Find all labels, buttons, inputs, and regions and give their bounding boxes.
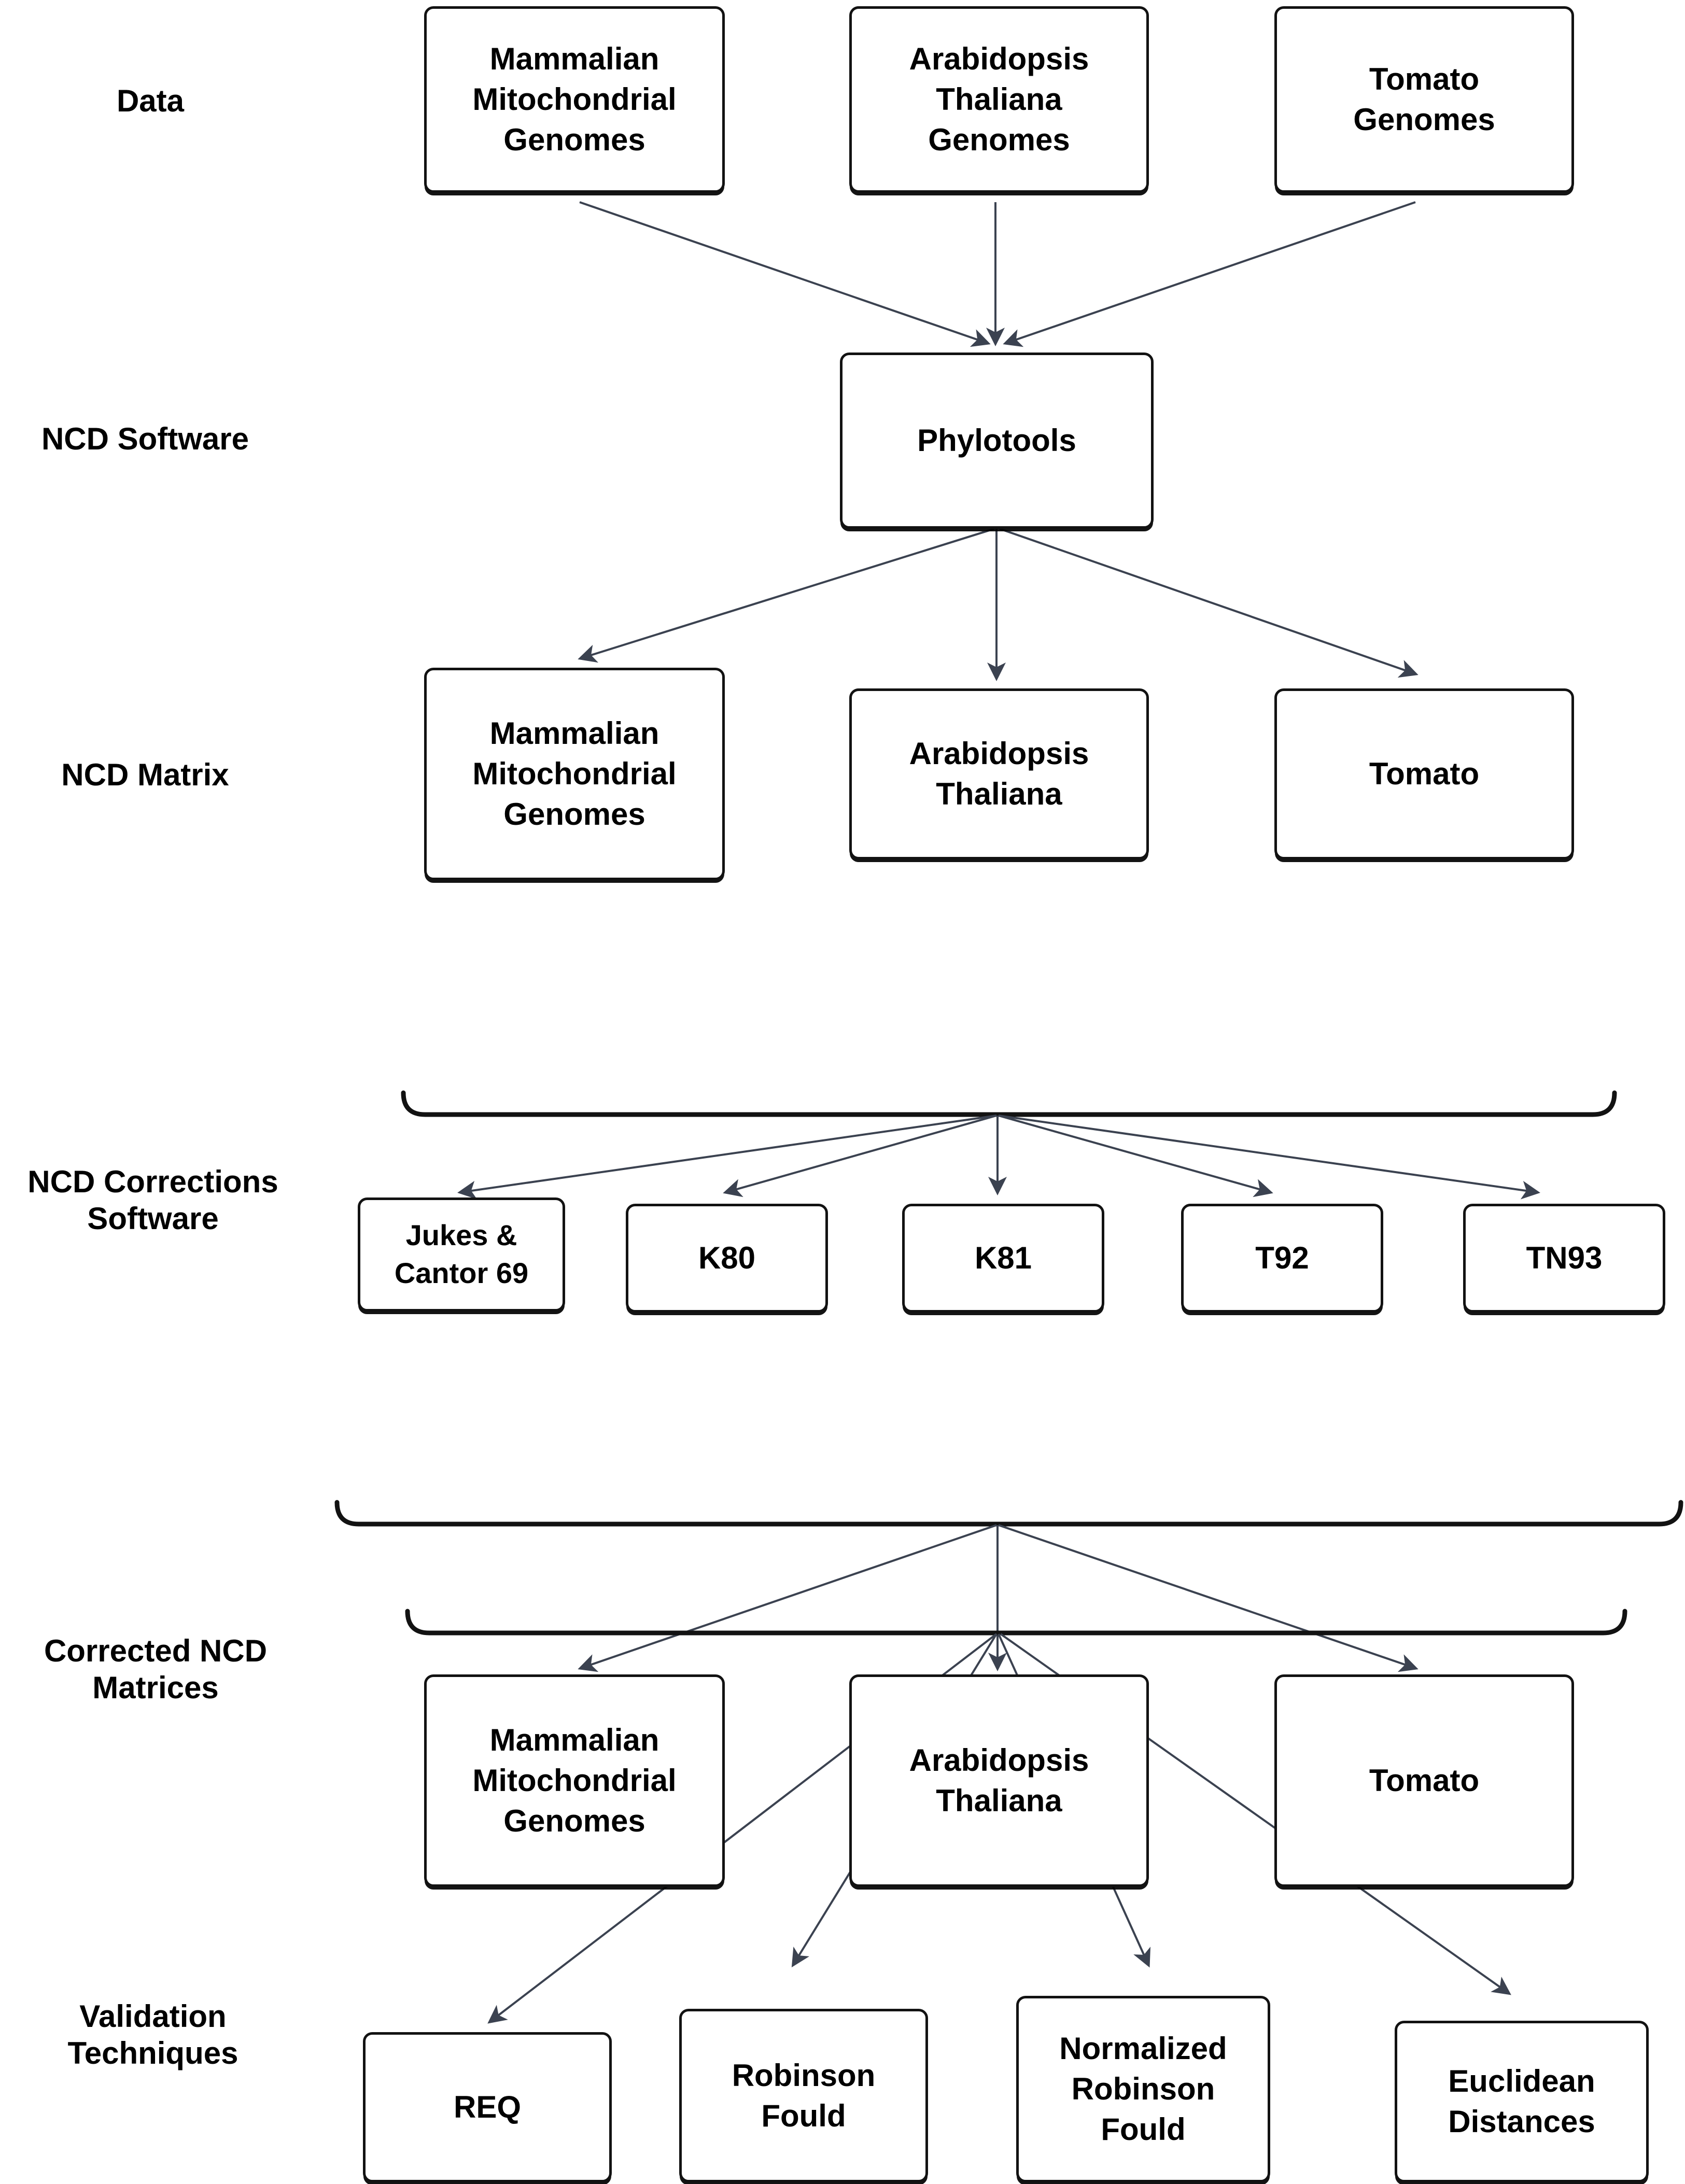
node-ncd-matrix-arabidopsis-thaliana[interactable]: Arabidopsis Thaliana — [849, 688, 1149, 859]
node-phylotools[interactable]: Phylotools — [840, 353, 1154, 529]
node-validation-normalized-robinson-fould[interactable]: Normalized Robinson Fould — [1016, 1996, 1270, 2182]
edge-phylotools-to-ncd-tomato — [999, 528, 1419, 678]
bracket-ncd-matrix — [401, 1090, 1617, 1117]
node-data-tomato-genomes[interactable]: Tomato Genomes — [1274, 6, 1574, 193]
node-correction-jukes-cantor-69[interactable]: Jukes & Cantor 69 — [358, 1197, 565, 1312]
node-data-mammalian-mitochondrial-genomes[interactable]: Mammalian Mitochondrial Genomes — [424, 6, 725, 193]
node-validation-robinson-fould[interactable]: Robinson Fould — [679, 2009, 928, 2182]
node-data-arabidopsis-thaliana-genomes[interactable]: Arabidopsis Thaliana Genomes — [849, 6, 1149, 193]
node-correction-k80[interactable]: K80 — [626, 1204, 828, 1313]
node-validation-euclidean-distances[interactable]: Euclidean Distances — [1395, 2021, 1649, 2182]
edge-tomato-to-phylotools — [1003, 201, 1416, 347]
edge-ncdmatrix-to-t92 — [998, 1115, 1273, 1197]
bracket-ncd-corrections — [334, 1500, 1683, 1527]
bracket-corrected-ncd — [405, 1609, 1627, 1636]
row-label-validation-techniques: Validation Techniques — [67, 1999, 238, 2070]
row-label-ncd-software: NCD Software — [41, 421, 249, 456]
node-correction-t92[interactable]: T92 — [1181, 1204, 1383, 1313]
node-corrected-mammalian-mitochondrial-genomes[interactable]: Mammalian Mitochondrial Genomes — [424, 1674, 725, 1887]
edge-ncdmatrix-to-k80 — [723, 1115, 997, 1197]
row-label-ncd-corrections-software: NCD Corrections Software — [27, 1164, 278, 1236]
node-corrected-tomato[interactable]: Tomato — [1274, 1674, 1574, 1887]
node-ncd-matrix-mammalian-mitochondrial-genomes[interactable]: Mammalian Mitochondrial Genomes — [424, 668, 725, 880]
row-label-data: Data — [116, 83, 185, 118]
node-validation-req[interactable]: REQ — [363, 2032, 612, 2182]
row-label-ncd-matrix: NCD Matrix — [61, 757, 229, 792]
node-corrected-arabidopsis-thaliana[interactable]: Arabidopsis Thaliana — [849, 1674, 1149, 1887]
edge-ncdmatrix-to-tn93 — [998, 1115, 1540, 1200]
edge-phylotools-to-ncd-mammalian — [578, 528, 995, 663]
edge-corrections-to-corrected-mammalian — [578, 1524, 997, 1672]
node-ncd-matrix-tomato[interactable]: Tomato — [1274, 688, 1574, 859]
node-correction-tn93[interactable]: TN93 — [1463, 1204, 1665, 1313]
edge-ncdmatrix-to-jukes — [457, 1115, 997, 1200]
node-correction-k81[interactable]: K81 — [902, 1204, 1104, 1313]
edge-corrections-to-corrected-tomato — [998, 1524, 1419, 1672]
row-label-corrected-ncd-matrices: Corrected NCD Matrices — [44, 1633, 268, 1705]
edge-mammalian-to-phylotools — [579, 201, 991, 347]
